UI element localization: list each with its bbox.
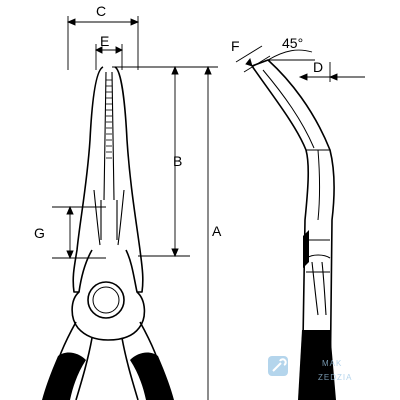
label-angle: 45° — [282, 35, 303, 51]
front-handle-grip-right — [130, 352, 174, 400]
side-pivot-detail — [305, 239, 331, 316]
side-pivot-shade — [303, 230, 309, 268]
side-view — [251, 59, 335, 400]
watermark-line2: MAK — [322, 359, 342, 368]
label-a: A — [212, 223, 222, 239]
wrench-glyph — [272, 358, 287, 372]
watermark-line3: ZEDZIA — [318, 373, 352, 382]
front-handle-grip-left — [42, 352, 86, 400]
side-handle-grip — [298, 330, 336, 400]
pivot-hole-inner — [92, 286, 120, 314]
pivot-hole — [87, 281, 125, 319]
front-jaw-outline — [72, 66, 144, 293]
label-f: F — [231, 38, 240, 54]
dimension-lines — [52, 16, 365, 400]
front-pivot-body — [71, 291, 146, 341]
front-handle-outline — [45, 321, 171, 400]
label-e: E — [100, 33, 109, 49]
front-jaw-inner — [93, 71, 125, 246]
side-jaw-inner — [262, 69, 330, 221]
label-b: B — [173, 153, 182, 169]
label-c: C — [96, 3, 106, 19]
front-serration — [106, 79, 112, 159]
label-d: D — [313, 59, 323, 75]
label-g: G — [34, 225, 45, 241]
watermark: MAK ZEDZIA — [268, 356, 352, 382]
front-view — [45, 66, 171, 400]
